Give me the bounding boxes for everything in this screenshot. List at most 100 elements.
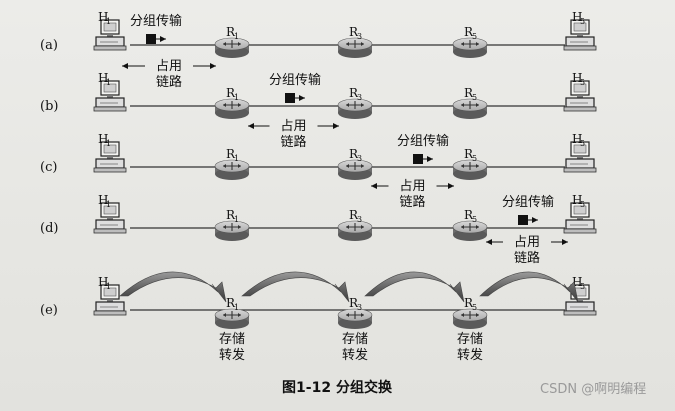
store-forward-label-line2: 转发 [219, 347, 245, 363]
host-h1-label-text: H [98, 10, 108, 24]
router-r1-label-subscript: 1 [234, 154, 239, 163]
router-r5-label: R5 [464, 296, 477, 312]
occupied-arrow-right [436, 183, 454, 189]
router-r3-label-text: R [349, 296, 359, 310]
router-r5-label-text: R [464, 208, 474, 222]
store-forward-label-line1: 存储 [342, 332, 368, 347]
router-r5 [452, 159, 488, 180]
store-forward-arc [364, 271, 465, 303]
router-r5-label-text: R [464, 296, 474, 310]
watermark-text: CSDN @啊明编程 [540, 382, 646, 397]
packet-transfer-label: 分组传输 [269, 72, 321, 88]
router-r1-label-text: R [226, 25, 236, 39]
host-h1-label-subscript: 1 [106, 17, 111, 26]
store-forward-arc [241, 271, 350, 303]
host-h1-label: H1 [98, 132, 111, 148]
host-h1 [93, 202, 127, 234]
router-r1-label: R1 [226, 147, 239, 163]
packet-transfer-label: 分组传输 [130, 13, 182, 29]
router-r5-label-text: R [464, 86, 474, 100]
host-h1-label-subscript: 1 [106, 78, 111, 87]
occupied-label-line1: 占用 [280, 119, 306, 134]
host-h5-label: H5 [572, 10, 585, 26]
row-label: (e) [40, 303, 58, 318]
store-forward-arc [119, 271, 227, 303]
occupied-label-line1: 占用 [514, 235, 540, 250]
router-r3 [337, 308, 373, 329]
router-r1 [214, 220, 250, 241]
router-r1-label: R1 [226, 86, 239, 102]
router-r3-label-text: R [349, 147, 359, 161]
router-r3-label: R3 [349, 147, 362, 163]
router-r3-label-text: R [349, 208, 359, 222]
host-h1-label-text: H [98, 275, 108, 289]
router-r1-label-text: R [226, 86, 236, 100]
host-h5-label-subscript: 5 [580, 78, 585, 87]
router-r3 [337, 220, 373, 241]
host-h5-label: H5 [572, 71, 585, 87]
packet-direction-arrow [423, 156, 433, 162]
router-r3-label-text: R [349, 86, 359, 100]
router-r1 [214, 159, 250, 180]
host-h5-label-text: H [572, 132, 582, 146]
packet-icon [413, 154, 423, 164]
router-r5-label-text: R [464, 147, 474, 161]
host-h1-label-subscript: 1 [106, 139, 111, 148]
host-h1-label-text: H [98, 193, 108, 207]
host-h1-label-text: H [98, 132, 108, 146]
host-h1 [93, 80, 127, 112]
row-label: (a) [40, 38, 58, 53]
router-r1-label-text: R [226, 147, 236, 161]
occupied-label-line2: 链路 [280, 134, 306, 150]
store-forward-label-line1: 存储 [457, 332, 483, 347]
router-r3-label-subscript: 3 [357, 32, 362, 41]
router-r3-label-subscript: 3 [357, 303, 362, 312]
host-h5-label-subscript: 5 [580, 139, 585, 148]
router-r5-label-subscript: 5 [472, 154, 477, 163]
packet-icon [285, 93, 295, 103]
occupied-arrow-right [193, 63, 216, 69]
host-h5-label-subscript: 5 [580, 282, 585, 291]
host-h1-label: H1 [98, 275, 111, 291]
router-r1 [214, 308, 250, 329]
host-h5 [563, 80, 597, 112]
packet-direction-arrow [528, 217, 538, 223]
router-r3 [337, 37, 373, 58]
packet-transfer-label: 分组传输 [397, 133, 449, 149]
occupied-arrow-left [371, 183, 389, 189]
router-r3 [337, 159, 373, 180]
packet-direction-arrow [156, 36, 166, 42]
router-r1-label: R1 [226, 25, 239, 41]
router-r1-label-text: R [226, 296, 236, 310]
packet-icon [146, 34, 156, 44]
router-r5 [452, 220, 488, 241]
host-h5-label-text: H [572, 10, 582, 24]
occupied-label-line2: 链路 [156, 74, 182, 90]
router-r1 [214, 98, 250, 119]
figure-caption: 图1-12 分组交换 [282, 379, 393, 396]
router-r5-label-subscript: 5 [472, 32, 477, 41]
router-r1-label-subscript: 1 [234, 93, 239, 102]
occupied-arrow-left [248, 123, 270, 129]
router-r1-label-subscript: 1 [234, 303, 239, 312]
host-h5 [563, 202, 597, 234]
router-r1-label-subscript: 1 [234, 215, 239, 224]
router-r5-label: R5 [464, 208, 477, 224]
packet-direction-arrow [295, 95, 305, 101]
host-h5-label: H5 [572, 132, 585, 148]
row-label: (b) [40, 99, 58, 114]
router-r5-label: R5 [464, 86, 477, 102]
router-r1-label: R1 [226, 208, 239, 224]
host-h1-label: H1 [98, 10, 111, 26]
store-forward-label-line1: 存储 [219, 332, 245, 347]
host-h5 [563, 19, 597, 51]
occupied-label-line1: 占用 [156, 59, 182, 74]
row-label: (d) [40, 221, 58, 236]
router-r1 [214, 37, 250, 58]
host-h5-label-text: H [572, 193, 582, 207]
host-h1-label: H1 [98, 71, 111, 87]
router-r3-label-text: R [349, 25, 359, 39]
router-r1-label-text: R [226, 208, 236, 222]
